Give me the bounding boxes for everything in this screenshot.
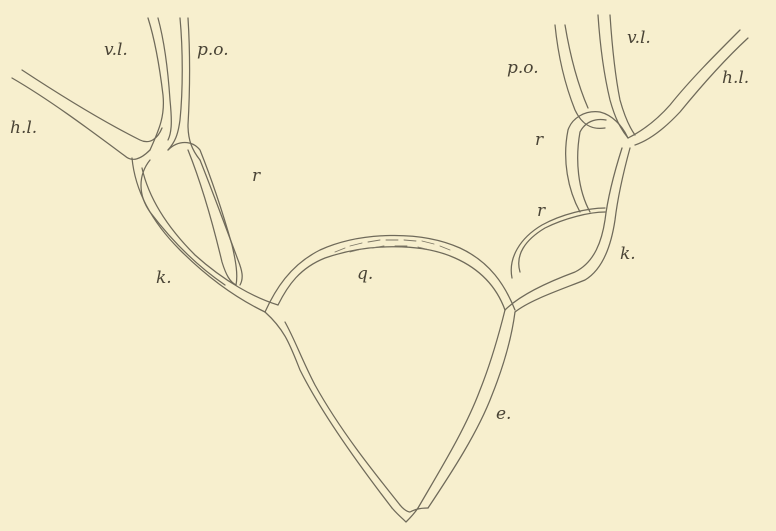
label-right-k: k. bbox=[620, 244, 636, 264]
left-v-limb bbox=[264, 311, 401, 509]
right-k-limb bbox=[504, 147, 631, 313]
right-vl-stem bbox=[597, 14, 636, 139]
left-vl-stem bbox=[147, 17, 172, 151]
label-left-k: k. bbox=[156, 268, 172, 288]
label-right-hl: h.l. bbox=[722, 68, 750, 88]
label-left-vl: v.l. bbox=[104, 40, 128, 60]
label-left-r: r bbox=[252, 166, 261, 186]
left-po-stem bbox=[167, 17, 201, 161]
label-right-e: e. bbox=[496, 404, 512, 424]
label-center-q: q. bbox=[357, 264, 374, 284]
left-hl-branch bbox=[11, 69, 163, 160]
left-k-limb bbox=[131, 157, 279, 313]
q-arch-hatch bbox=[334, 239, 451, 253]
right-v-limb-e bbox=[417, 309, 516, 509]
right-r-upper-loop bbox=[565, 111, 629, 213]
label-left-hl: h.l. bbox=[10, 118, 38, 138]
label-right-vl: v.l. bbox=[627, 28, 651, 48]
left-r-inner bbox=[187, 149, 243, 286]
label-right-r-upper: r bbox=[535, 130, 544, 150]
right-r-lower-loop bbox=[510, 207, 606, 279]
right-po-stem bbox=[554, 24, 606, 130]
label-left-po: p.o. bbox=[197, 40, 229, 60]
right-hl-branch bbox=[627, 29, 749, 146]
v-tip bbox=[391, 504, 429, 523]
label-right-po: p.o. bbox=[507, 58, 539, 78]
label-right-r-lower: r bbox=[537, 201, 546, 221]
q-arch bbox=[264, 234, 516, 313]
